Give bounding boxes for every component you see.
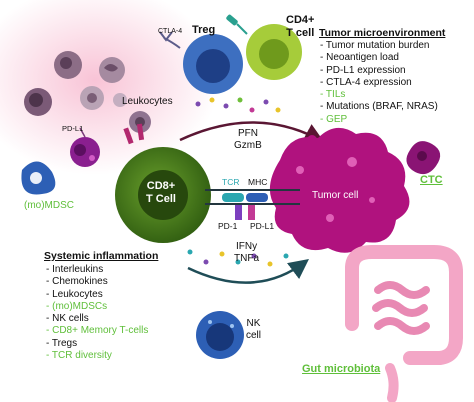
cytotoxic-arrow — [179, 121, 325, 143]
tumor-cell-shape — [269, 127, 410, 253]
list-item: - Mutations (BRAF, NRAS) — [320, 101, 438, 113]
ctla4-label: CTLA-4 — [158, 28, 183, 35]
list-item: - Chemokines — [46, 276, 108, 288]
pdl1-left-label: PD-L1 — [62, 124, 84, 133]
list-item: - TCR diversity — [46, 350, 112, 362]
list-item: - Neoantigen load — [320, 52, 399, 64]
list-item: - NK cells — [46, 313, 89, 325]
leukocytes-label: Leukocytes — [122, 96, 173, 107]
tme-title: Tumor microenvironment — [319, 27, 446, 39]
ctc-cell — [406, 141, 441, 175]
gut-microbiota-label: Gut microbiota — [302, 363, 381, 375]
cd8-label: CD8+ T Cell — [146, 180, 176, 205]
list-item: - Interleukins — [46, 264, 104, 275]
tme-list: - Tumor mutation burden- Neoantigen load… — [320, 40, 438, 126]
cd4-t-cell — [226, 14, 302, 80]
mdsc-label: (mo)MDSC — [24, 200, 74, 211]
ctc-label: CTC — [420, 174, 443, 186]
list-item: - (mo)MDSCs — [46, 300, 108, 312]
granule-dots-top — [195, 97, 281, 113]
pd1-label: PD-1 — [218, 221, 238, 231]
leukocyte-cluster — [24, 51, 151, 133]
treg-cell — [159, 31, 243, 94]
list-item: - CD8+ Memory T-cells — [46, 325, 149, 337]
list-item: - GEP — [320, 113, 348, 125]
tnfa-label: TNFa — [234, 253, 259, 264]
pdl1-label: PD-L1 — [250, 221, 275, 231]
mhc-label: MHC — [248, 177, 268, 187]
cd4-label: CD4+ T cell — [286, 14, 315, 39]
immune-synapse — [205, 189, 300, 220]
treg-label: Treg — [192, 24, 216, 36]
systemic-inflammation-list: - Interleukins- Chemokines- Leukocytes- … — [46, 264, 148, 362]
pdl1-myeloid-cell — [70, 127, 100, 167]
list-item: - Leukocytes — [46, 288, 103, 300]
pfn-label: PFN — [238, 128, 258, 139]
cytokine-arrow — [187, 258, 309, 284]
list-item: - Tumor mutation burden — [320, 40, 430, 51]
ifny-label: IFNy — [236, 241, 258, 252]
cd8-t-cell — [115, 123, 211, 243]
intestine-illustration — [345, 245, 463, 402]
list-item: - TILs — [320, 89, 346, 101]
gzmb-label: GzmB — [234, 140, 262, 151]
inflammation-blush — [0, 0, 220, 175]
tumor-cell-label: Tumor cell — [312, 190, 359, 201]
list-item: - PD-L1 expression — [320, 64, 406, 76]
mdsc-cell — [21, 161, 56, 195]
systemic-inflammation-title: Systemic inflammation — [44, 250, 159, 262]
list-item: - Tregs — [46, 337, 78, 349]
tcr-label: TCR — [222, 177, 240, 187]
nk-label: NK cell — [246, 318, 262, 341]
list-item: - CTLA-4 expression — [320, 76, 412, 88]
nk-cell — [196, 311, 244, 359]
